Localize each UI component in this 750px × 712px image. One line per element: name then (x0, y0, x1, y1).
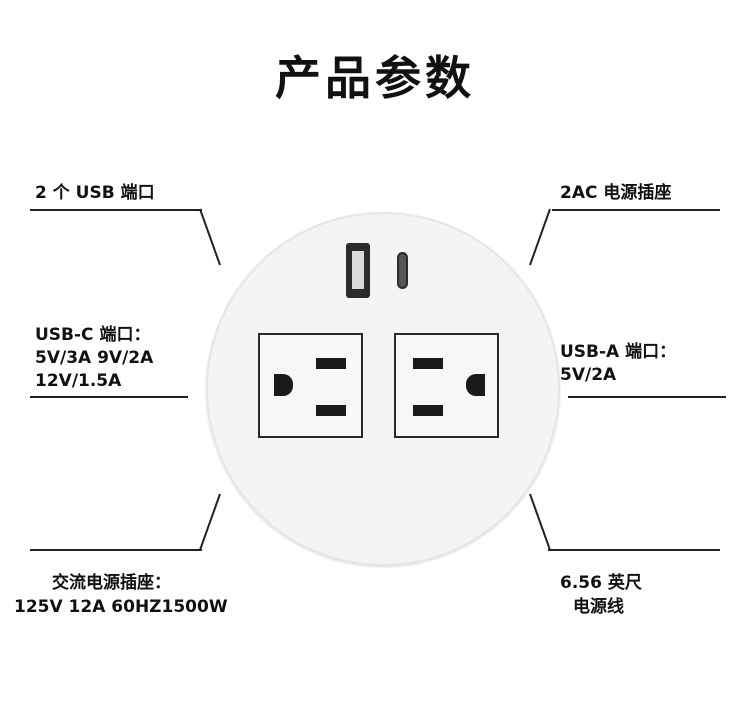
outlet-slot-bottom (316, 405, 346, 416)
usb-c-label-line1: USB-C 端口： (35, 325, 151, 345)
leader-line-top-right (552, 209, 720, 211)
leader-line-top-left (30, 209, 202, 211)
leader-diagonal-top-right (529, 208, 551, 266)
usb-a-tongue (352, 251, 364, 289)
usb-a-port-icon (346, 243, 370, 298)
leader-line-mid-right (568, 396, 726, 398)
cord-label-line2: 电源线 (573, 597, 624, 617)
usb-count-label: 2 个 USB 端口 (35, 183, 155, 203)
leader-diagonal-bottom-right (529, 493, 551, 551)
ac-outlets-label: 2AC 电源插座 (560, 183, 672, 203)
leader-diagonal-bottom-left (199, 493, 221, 551)
ac-outlet-left (258, 333, 363, 438)
ac-outlet-right (394, 333, 499, 438)
outlet-slot-bottom (413, 405, 443, 416)
usb-c-port-icon (397, 252, 408, 289)
leader-line-bottom-left (30, 549, 202, 551)
outlet-slot-top (316, 358, 346, 369)
leader-line-bottom-right (548, 549, 720, 551)
cord-label-line1: 6.56 英尺 (560, 573, 642, 593)
usb-c-label-line2: 5V/3A 9V/2A (35, 348, 154, 368)
outlet-ground-hole (274, 374, 293, 396)
ac-power-label-line1: 交流电源插座： (52, 573, 171, 593)
leader-diagonal-top-left (199, 208, 221, 266)
outlet-slot-top (413, 358, 443, 369)
outlet-ground-hole (466, 374, 485, 396)
ac-power-label-line2: 125V 12A 60HZ1500W (14, 597, 228, 617)
usb-a-label-line1: USB-A 端口： (560, 342, 677, 362)
usb-c-label-line3: 12V/1.5A (35, 371, 122, 391)
page-title: 产品参数 (275, 51, 475, 105)
leader-line-mid-left (30, 396, 188, 398)
usb-a-label-line2: 5V/2A (560, 365, 617, 385)
